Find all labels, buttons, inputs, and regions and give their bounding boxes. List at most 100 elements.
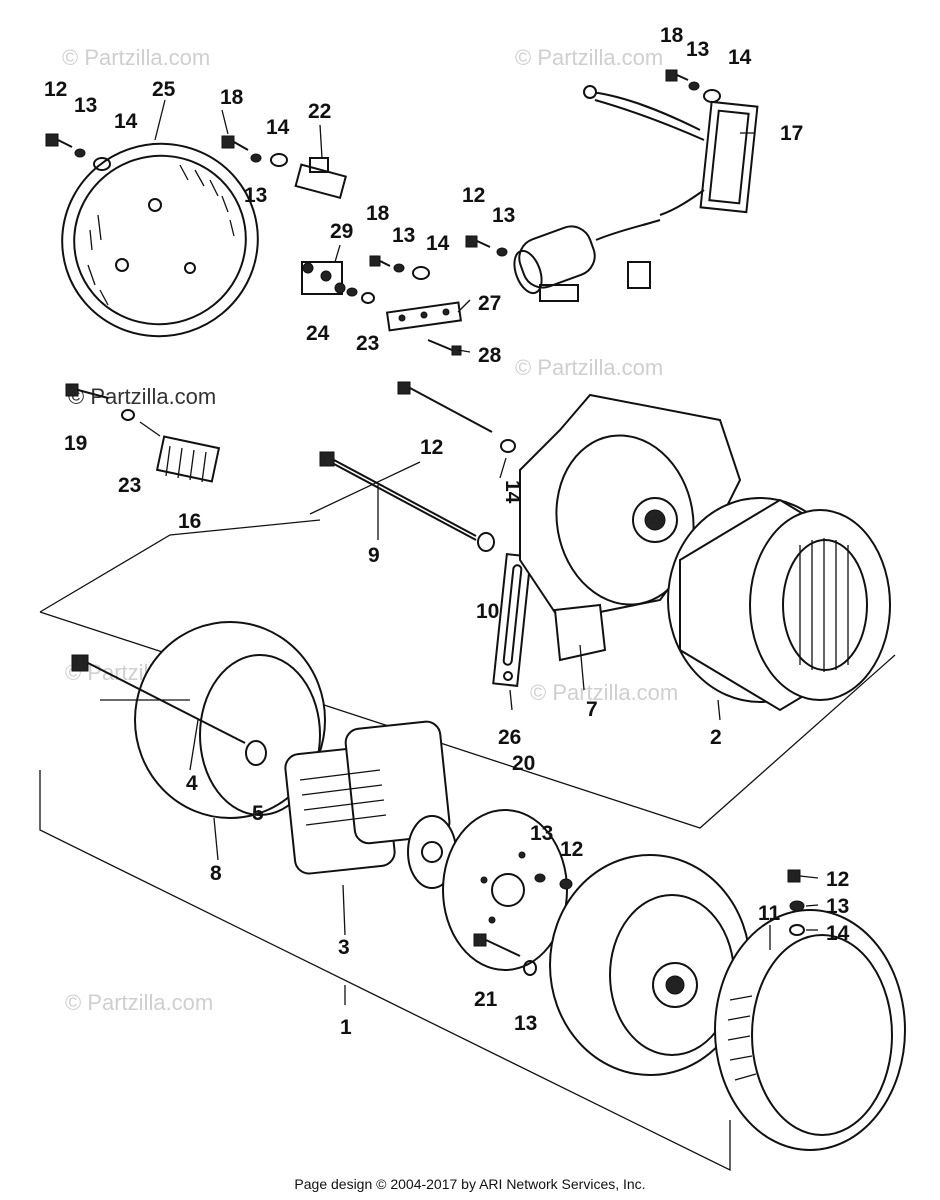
callout-12: 12 bbox=[826, 868, 849, 891]
callout-24: 24 bbox=[306, 322, 330, 345]
callout-16: 16 bbox=[178, 510, 201, 533]
callout-14: 14 bbox=[426, 232, 450, 255]
bolt-18-icon bbox=[665, 69, 678, 82]
lock-washer-13-icon bbox=[789, 900, 805, 912]
bolt-12-icon bbox=[787, 869, 801, 883]
bolt-4-icon bbox=[71, 654, 246, 744]
callout-2: 2 bbox=[710, 726, 722, 749]
rear-cover-part bbox=[61, 142, 259, 338]
stator-2-icon bbox=[667, 497, 891, 712]
callout-18: 18 bbox=[220, 86, 244, 109]
screw-28-icon bbox=[427, 339, 462, 356]
callout-11: 11 bbox=[758, 902, 781, 925]
bolt-12-icon bbox=[465, 235, 478, 248]
callout-19: 19 bbox=[64, 432, 87, 455]
diode-16-icon bbox=[155, 435, 221, 483]
callout-13: 13 bbox=[826, 895, 849, 918]
watermark: © Partzilla.com bbox=[530, 680, 678, 705]
lock-washer-13-icon bbox=[496, 247, 508, 257]
washer-14-icon bbox=[703, 89, 721, 103]
washer-14-icon bbox=[500, 439, 516, 453]
lock-washer-13-icon bbox=[74, 148, 86, 158]
callout-7: 7 bbox=[586, 698, 598, 721]
washer-14-icon bbox=[270, 153, 288, 167]
callout-12: 12 bbox=[560, 838, 583, 861]
bracket-10-26-icon bbox=[492, 553, 532, 687]
callout-27: 27 bbox=[478, 292, 501, 315]
callout-12: 12 bbox=[462, 184, 485, 207]
watermark-primary: © Partzilla.com bbox=[68, 384, 216, 409]
callout-10: 10 bbox=[476, 600, 499, 623]
callout-3: 3 bbox=[338, 936, 350, 959]
lock-washer-13-icon bbox=[534, 873, 546, 883]
lock-washer-13-icon bbox=[250, 153, 262, 163]
terminal-strip-27-icon bbox=[385, 301, 462, 332]
washer-14-icon bbox=[93, 157, 111, 171]
washer-icon bbox=[477, 532, 495, 552]
callout-12: 12 bbox=[420, 436, 443, 459]
through-bolt-9-icon bbox=[319, 451, 477, 541]
watermark: © Partzilla.com bbox=[515, 45, 663, 70]
rotor-cover-8-icon bbox=[100, 621, 326, 819]
washer-23-icon bbox=[361, 292, 375, 304]
terminal-block-24-icon bbox=[301, 261, 346, 295]
washer-23-icon bbox=[121, 409, 135, 421]
callout-18: 18 bbox=[660, 24, 684, 47]
callout-8: 8 bbox=[210, 862, 222, 885]
callout-22: 22 bbox=[308, 100, 331, 123]
callout-14: 14 bbox=[501, 480, 524, 504]
leader-lines bbox=[154, 99, 819, 1005]
bolt-12-icon bbox=[45, 133, 73, 148]
callout-20: 20 bbox=[512, 752, 535, 775]
callout-1: 1 bbox=[340, 1016, 352, 1039]
callout-28: 28 bbox=[478, 344, 502, 367]
callout-23: 23 bbox=[356, 332, 379, 355]
callout-26: 26 bbox=[498, 726, 521, 749]
flywheel-20-icon bbox=[442, 809, 568, 971]
callout-18: 18 bbox=[366, 202, 390, 225]
washer-13-icon bbox=[523, 960, 537, 976]
callout-13: 13 bbox=[530, 822, 553, 845]
callout-5: 5 bbox=[252, 802, 264, 825]
page-footer: Page design © 2004-2017 by ARI Network S… bbox=[294, 1176, 646, 1192]
callout-labels: 12 13 14 25 18 13 14 22 18 29 13 14 24 2… bbox=[44, 24, 850, 1039]
watermark: © Partzilla.com bbox=[65, 990, 213, 1015]
watermark: © Partzilla.com bbox=[62, 45, 210, 70]
lock-washer-13-icon bbox=[393, 263, 405, 273]
washer-14-icon bbox=[412, 266, 430, 280]
callout-25: 25 bbox=[152, 78, 176, 101]
callout-14: 14 bbox=[266, 116, 290, 139]
relay-22-icon bbox=[294, 157, 347, 200]
callout-13: 13 bbox=[244, 184, 267, 207]
bolt-21-icon bbox=[473, 933, 521, 957]
callout-9: 9 bbox=[368, 544, 380, 567]
fan-ring-11-icon bbox=[714, 909, 906, 1151]
callout-13: 13 bbox=[686, 38, 709, 61]
callout-21: 21 bbox=[474, 988, 498, 1011]
screw-19-icon bbox=[65, 383, 109, 399]
nut-29-icon bbox=[346, 287, 358, 297]
callout-13: 13 bbox=[74, 94, 97, 117]
callout-12: 12 bbox=[44, 78, 67, 101]
callout-23: 23 bbox=[118, 474, 141, 497]
callout-4: 4 bbox=[186, 772, 198, 795]
long-bolt-12-icon bbox=[397, 381, 493, 433]
group-bracket-line bbox=[39, 770, 731, 1172]
lock-washer-13-icon bbox=[688, 81, 700, 91]
callout-13: 13 bbox=[492, 204, 515, 227]
callout-17: 17 bbox=[780, 122, 803, 145]
bolt-18-icon bbox=[369, 255, 381, 267]
connector-plug-icon bbox=[627, 261, 651, 289]
callout-13: 13 bbox=[514, 1012, 537, 1035]
capacitor-icon bbox=[513, 219, 661, 302]
watermark: © Partzilla.com bbox=[515, 355, 663, 380]
callout-14: 14 bbox=[826, 922, 850, 945]
callout-14: 14 bbox=[728, 46, 752, 69]
callout-14: 14 bbox=[114, 110, 138, 133]
field-coil-3-icon bbox=[284, 720, 451, 875]
bolt-18-icon bbox=[221, 135, 249, 151]
washer-5-icon bbox=[245, 740, 267, 766]
group-bracket-line bbox=[39, 519, 321, 613]
bolt-12-icon bbox=[559, 878, 573, 890]
